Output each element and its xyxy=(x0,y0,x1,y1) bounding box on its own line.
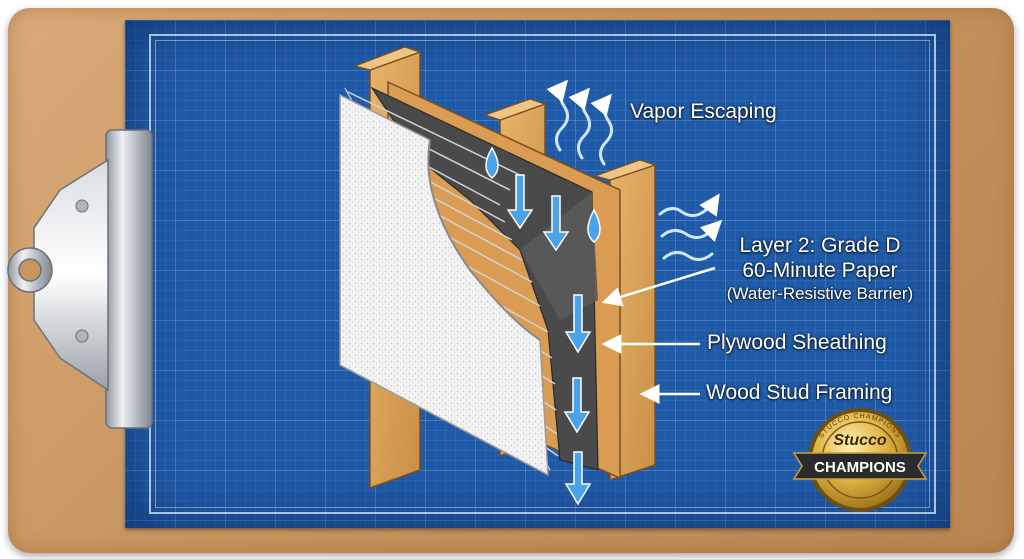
water-droplet-icon xyxy=(485,146,601,243)
layer2-label-line2: 60-Minute Paper xyxy=(742,259,898,282)
layer2-label-line1: Layer 2: Grade D xyxy=(739,234,901,257)
water-flow-arrows xyxy=(506,174,592,506)
vapor-escaping-label: Vapor Escaping xyxy=(630,100,777,123)
badge-main-text: CHAMPIONS xyxy=(814,459,906,476)
badge-seal-icon: STUCCO CHAMPIONS Stucco CHAMPIONS xyxy=(792,408,928,512)
layer2-label: Layer 2: Grade D 60-Minute Paper (Water-… xyxy=(700,233,940,305)
plywood-sheathing-label: Plywood Sheathing xyxy=(707,331,887,354)
vapor-arrows xyxy=(546,79,723,261)
wood-stud-framing-label: Wood Stud Framing xyxy=(706,381,893,404)
blueprint-frame-inner xyxy=(155,40,930,508)
badge-top-text: Stucco xyxy=(833,432,887,449)
layer2-label-line3: (Water-Resistive Barrier) xyxy=(726,284,914,303)
label-leaders xyxy=(601,266,716,404)
